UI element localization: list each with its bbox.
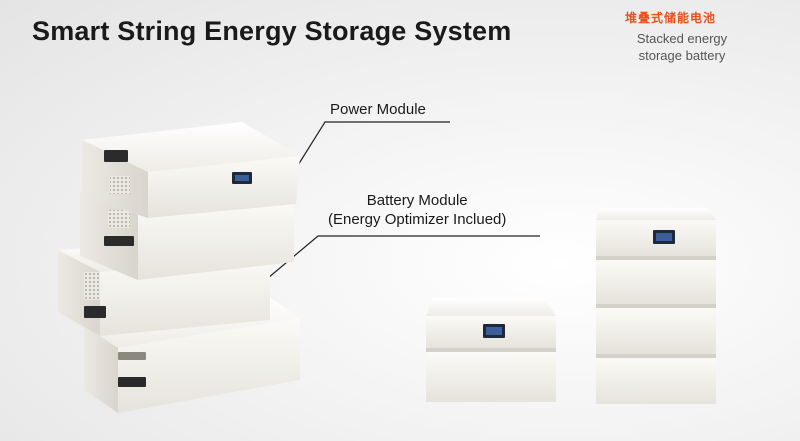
vent-icon [110,176,130,194]
handle-icon [118,352,146,360]
vent-icon [108,210,130,228]
chinese-subtitle: 堆叠式储能电池 [625,11,717,25]
callout-battery-line1: Battery Module [366,192,468,209]
stack-four-module [596,208,716,404]
handle-icon [84,306,106,318]
english-subtitle-line1: Stacked energy [636,31,728,46]
power-module [82,122,300,218]
handle-icon [118,377,146,387]
english-subtitle-line2: storage battery [638,48,726,63]
page-title: Smart String Energy Storage System [32,16,512,46]
callout-power-module: Power Module [330,101,426,118]
callout-leader-battery [267,235,540,279]
callout-battery-module: Battery Module (Energy Optimizer Inclued… [328,191,506,229]
handle-icon [104,150,128,162]
english-subtitle: Stacked energy storage battery [622,30,742,64]
callout-battery-line2: (Energy Optimizer Inclued) [328,211,507,228]
callout-leader-power [294,121,450,171]
stack-two-module [426,298,556,402]
vent-icon [84,272,100,300]
handle-icon [104,236,134,246]
